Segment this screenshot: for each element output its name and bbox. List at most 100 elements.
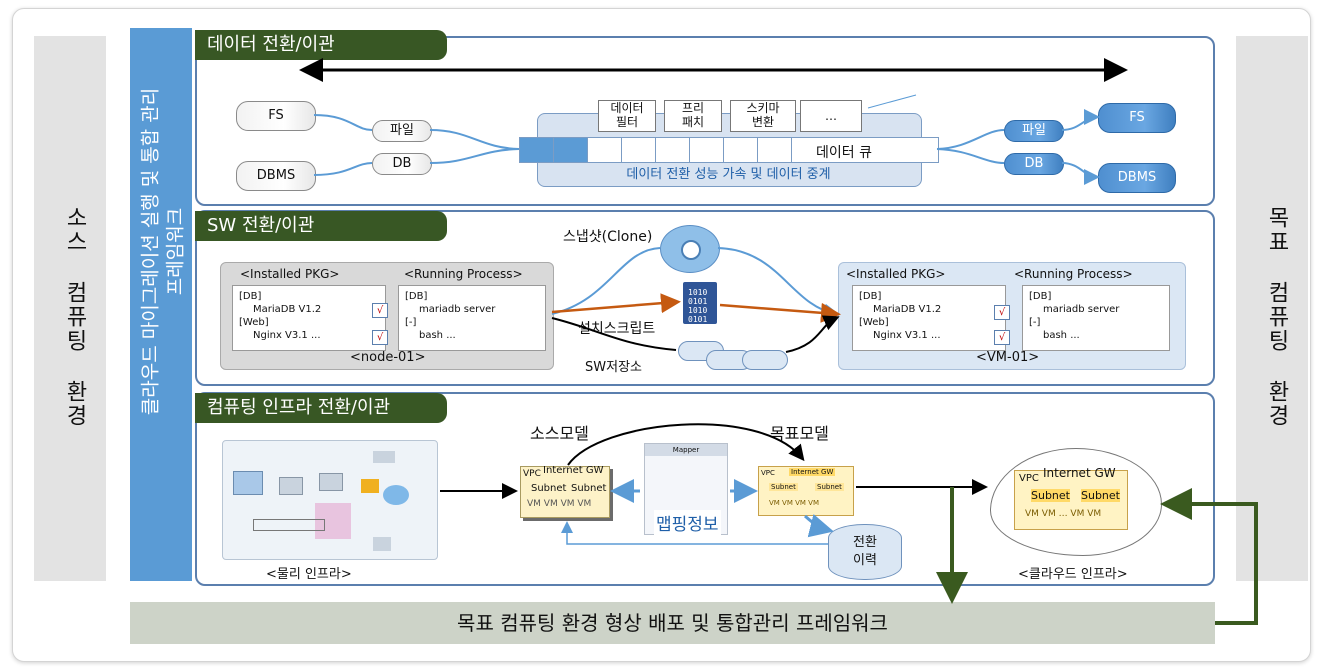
source-model-diagram: VPC Internet GW Subnet Subnet VM VM VM V… — [520, 465, 610, 518]
node-to-snapshot-line — [551, 247, 661, 315]
file-to-fs-arrow — [1061, 109, 1100, 131]
infra-panel-title: 컴퓨팅 인프라 전환/이관 — [195, 393, 447, 423]
mapping-info-label: 맵핑정보 — [654, 510, 721, 535]
target-subnet-1: Subnet — [769, 483, 798, 491]
dst-fs-cylinder: FS — [1098, 103, 1176, 133]
source-vpc-label: VPC — [523, 469, 541, 479]
snapshot-disk-icon — [660, 225, 720, 273]
vm-pkg-list: [DB] MariaDB V1.2 [Web] Nginx V3.1 ... — [852, 285, 1006, 351]
chip-accent-line — [867, 94, 917, 109]
target-model-label: 목표모델 — [770, 424, 829, 443]
dbms-to-db-line — [313, 162, 373, 176]
source-subnet-2: Subnet — [571, 483, 607, 494]
source-to-target-arc — [567, 423, 805, 466]
cloud-subnet-1: Subnet — [1031, 489, 1070, 502]
dst-file-label: 파일 — [1022, 123, 1046, 138]
node-running-process: <Running Process> — [404, 267, 523, 281]
queue-to-db-line — [936, 148, 1005, 164]
bottom-framework-bar: 목표 컴퓨팅 환경 형상 배포 및 통합관리 프레임워크 — [130, 602, 1215, 644]
target-vpc-label: VPC — [761, 469, 775, 477]
node-proc-line: [DB] — [405, 291, 428, 302]
target-igw-label: Internet GW — [789, 468, 836, 476]
history-label-2: 이력 — [853, 553, 877, 568]
framework-to-cloud-arrow — [1160, 488, 1258, 625]
history-feedback-arrow — [561, 521, 828, 545]
dst-dbms-cylinder: DBMS — [1098, 163, 1176, 193]
fs-to-file-line — [313, 114, 373, 131]
physical-infra-diagram — [222, 440, 438, 560]
db-tag-label: DB — [392, 156, 412, 171]
repo-disk-3 — [742, 350, 788, 370]
node-label: <node-01> — [350, 350, 426, 365]
vm-proc-line: bash ... — [1043, 330, 1080, 341]
dst-dbms-label: DBMS — [1117, 170, 1157, 185]
node-check-2: √ — [372, 330, 388, 345]
vm-installed-pkg: <Installed PKG> — [846, 267, 946, 281]
src-dbms-label: DBMS — [256, 168, 296, 183]
physical-infra-label: <물리 인프라> — [266, 567, 352, 582]
node-proc-line: mariadb server — [419, 304, 496, 315]
db-to-queue-line — [429, 148, 520, 164]
sw-panel-title: SW 전환/이관 — [195, 211, 447, 241]
vm-pkg-line: [Web] — [859, 317, 889, 328]
file-tag-label: 파일 — [390, 123, 414, 138]
src-fs-cylinder: FS — [236, 101, 316, 131]
vm-proc-line: [DB] — [1029, 291, 1052, 302]
node-proc-line: [-] — [405, 317, 417, 328]
node-check-1: √ — [372, 303, 388, 318]
source-vm-row: VM VM VM VM — [527, 499, 592, 509]
history-label-1: 전환 — [853, 535, 877, 550]
cloud-infra-label: <클라우드 인프라> — [1018, 567, 1128, 582]
queue-to-file-line — [936, 129, 1005, 150]
node-pkg-list: [DB] MariaDB V1.2 [Web] Nginx V3.1 ... — [232, 285, 386, 351]
source-env-label: 소스 컴퓨팅 환경 — [62, 206, 87, 428]
vm-proc-list: [DB] mariadb server [-] bash ... — [1022, 285, 1170, 351]
repo-label: SW저장소 — [585, 360, 642, 375]
target-to-history-arrow — [803, 513, 834, 538]
file-to-queue-line — [429, 129, 520, 150]
cloud-model-diagram: VPC Internet GW Subnet Subnet VM VM … VM… — [1014, 466, 1128, 530]
node-proc-line: bash ... — [419, 330, 456, 341]
repo-to-vm-arrow — [785, 315, 840, 353]
vm-proc-line: [-] — [1029, 317, 1041, 328]
queue-label: 데이터 큐 — [816, 145, 872, 161]
node-installed-pkg: <Installed PKG> — [240, 267, 340, 281]
node-pkg-line: [Web] — [239, 317, 269, 328]
target-model-diagram: VPC Internet GW Subnet Subnet VM VM VM V… — [758, 466, 854, 516]
vm-label: <VM-01> — [976, 350, 1040, 365]
history-cylinder: 전환 이력 — [828, 524, 902, 580]
vm-pkg-line: Nginx V3.1 ... — [873, 330, 941, 341]
source-igw-label: Internet GW — [543, 465, 604, 476]
queue-caption: 데이터 전환 성능 가속 및 데이터 중계 — [626, 167, 831, 182]
source-env-bar: 소스 컴퓨팅 환경 — [34, 36, 106, 581]
dst-file-tag: 파일 — [1004, 120, 1064, 142]
target-env-bar: 목표 컴퓨팅 환경 — [1236, 36, 1308, 581]
node-pkg-line: Nginx V3.1 ... — [253, 330, 321, 341]
cloud-igw-label: Internet GW — [1043, 466, 1116, 480]
dst-fs-label: FS — [1129, 110, 1145, 125]
vm-proc-line: mariadb server — [1043, 304, 1120, 315]
source-subnet-1: Subnet — [531, 483, 567, 494]
chip-more-label: … — [825, 109, 837, 123]
node-pkg-line: [DB] — [239, 291, 262, 302]
db-to-dbms-arrow — [1061, 162, 1100, 185]
node-pkg-line: MariaDB V1.2 — [253, 304, 322, 315]
node-to-repo-line — [551, 317, 677, 351]
framework-bar: 클라우드 마이그레이션 실행 및 통합 관리 프레임워크 — [130, 28, 192, 581]
script-to-vm-arrow — [719, 302, 841, 323]
vm-pkg-line: [DB] — [859, 291, 882, 302]
data-queue-row: 데이터 큐 — [519, 137, 939, 163]
data-panel-title: 데이터 전환/이관 — [195, 30, 447, 60]
vm-pkg-line: MariaDB V1.2 — [873, 304, 942, 315]
snapshot-to-vm-arrow — [717, 247, 840, 320]
target-env-label: 목표 컴퓨팅 환경 — [1264, 206, 1289, 428]
db-tag: DB — [372, 153, 432, 175]
